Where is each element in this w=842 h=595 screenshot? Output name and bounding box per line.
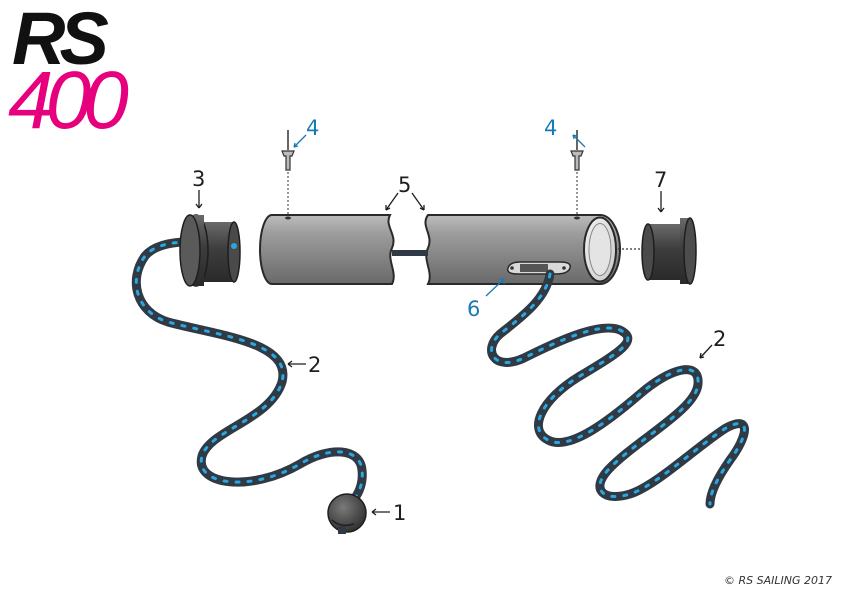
leader-lines [195, 134, 713, 516]
rivet-left [281, 130, 295, 214]
callout-1: 1 [393, 501, 406, 525]
rivet-right [570, 130, 584, 214]
callout-3: 3 [192, 167, 205, 191]
callout-7: 7 [654, 168, 667, 192]
callout-2-left: 2 [308, 353, 321, 377]
cleat [506, 261, 572, 275]
copyright-text: © RS SAILING 2017 [724, 574, 832, 587]
tube-body [259, 214, 621, 285]
stopper-ball [327, 493, 367, 534]
logo-400: 400 [8, 55, 129, 146]
callout-6: 6 [467, 297, 480, 321]
callout-4-left: 4 [306, 116, 319, 140]
rope-right [487, 269, 749, 509]
end-cap-left [179, 214, 241, 287]
logo-rs: RS [12, 0, 109, 80]
callout-2-right: 2 [713, 327, 726, 351]
callout-5: 5 [398, 173, 411, 197]
callout-4-right: 4 [544, 116, 557, 140]
rope-left [131, 237, 367, 510]
end-cap-right [618, 217, 697, 285]
